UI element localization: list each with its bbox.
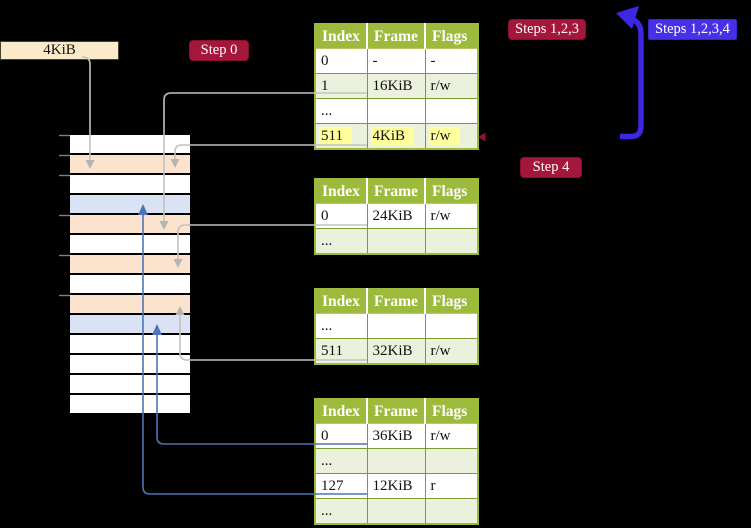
memory-frame-row xyxy=(70,155,190,173)
table-cell: 511 xyxy=(314,338,368,365)
table-row: 511 4KiB r/w xyxy=(314,123,479,150)
table-header-cell: Flags xyxy=(424,289,478,314)
frame-size-label: 4KiB xyxy=(0,41,119,60)
table-cell: r/w xyxy=(424,338,479,365)
table-row: ... xyxy=(314,448,479,474)
table-row: ... xyxy=(314,228,479,255)
table-cell xyxy=(366,498,426,525)
table-header-cell: Index xyxy=(315,289,367,314)
table-header-cell: Flags xyxy=(424,24,478,49)
table-cell: 0 xyxy=(314,48,368,74)
badge-step-0: Step 0 xyxy=(189,40,249,61)
table-cell: r/w xyxy=(424,123,479,150)
table-row: ... xyxy=(314,498,479,525)
table-row: 0-- xyxy=(314,48,479,74)
table-cell xyxy=(366,448,426,474)
table-cell: r/w xyxy=(424,73,479,99)
highlighted-value: 511 xyxy=(319,126,352,145)
table-header-cell: Index xyxy=(315,179,367,204)
table-cell xyxy=(424,448,479,474)
highlighted-value: r/w xyxy=(428,126,460,145)
table-cell xyxy=(366,313,426,339)
table-cell xyxy=(366,228,426,255)
badge-steps-1-2-3-4: Steps 1,2,3,4 xyxy=(648,19,737,40)
memory-frame-row xyxy=(70,195,190,213)
table-header-cell: Flags xyxy=(424,179,478,204)
table-cell: 511 xyxy=(314,123,368,150)
table-header-cell: Index xyxy=(315,399,367,424)
table-cell xyxy=(366,98,426,124)
table-cell: 16KiB xyxy=(366,73,426,99)
table-row: ... xyxy=(314,313,479,339)
table-header-cell: Flags xyxy=(424,399,478,424)
table-cell: ... xyxy=(314,498,368,525)
table-row: ... xyxy=(314,98,479,124)
table-header-cell: Frame xyxy=(366,399,425,424)
table-cell: ... xyxy=(314,228,368,255)
highlighted-value: 4KiB xyxy=(370,126,415,145)
table-cell: ... xyxy=(314,313,368,339)
table-cell: 127 xyxy=(314,473,368,499)
table-cell: r/w xyxy=(424,423,479,449)
table-cell: - xyxy=(424,48,479,74)
table-cell xyxy=(424,313,479,339)
memory-frame-row xyxy=(70,135,190,153)
table-cell xyxy=(424,228,479,255)
table-header-cell: Frame xyxy=(366,289,425,314)
table-cell: - xyxy=(366,48,426,74)
table-header-cell: Index xyxy=(315,24,367,49)
table-cell: 32KiB xyxy=(366,338,426,365)
table-cell: 36KiB xyxy=(366,423,426,449)
table-cell: 1 xyxy=(314,73,368,99)
table-cell: 12KiB xyxy=(366,473,426,499)
table-cell: 4KiB xyxy=(366,123,426,150)
table-cell xyxy=(424,98,479,124)
memory-frame-row xyxy=(70,175,190,193)
table-cell: 0 xyxy=(314,423,368,449)
table-cell: 24KiB xyxy=(366,203,426,229)
table-header-cell: Frame xyxy=(366,179,425,204)
table-cell: ... xyxy=(314,448,368,474)
table-cell: r/w xyxy=(424,203,479,229)
table-cell xyxy=(424,498,479,525)
table-cell: ... xyxy=(314,98,368,124)
table-cell: r xyxy=(424,473,479,499)
badge-steps-1-2-3: Steps 1,2,3 xyxy=(508,19,587,40)
table-cell: 0 xyxy=(314,203,368,229)
table-header-cell: Frame xyxy=(366,24,425,49)
badge-step-4: Step 4 xyxy=(520,157,582,178)
